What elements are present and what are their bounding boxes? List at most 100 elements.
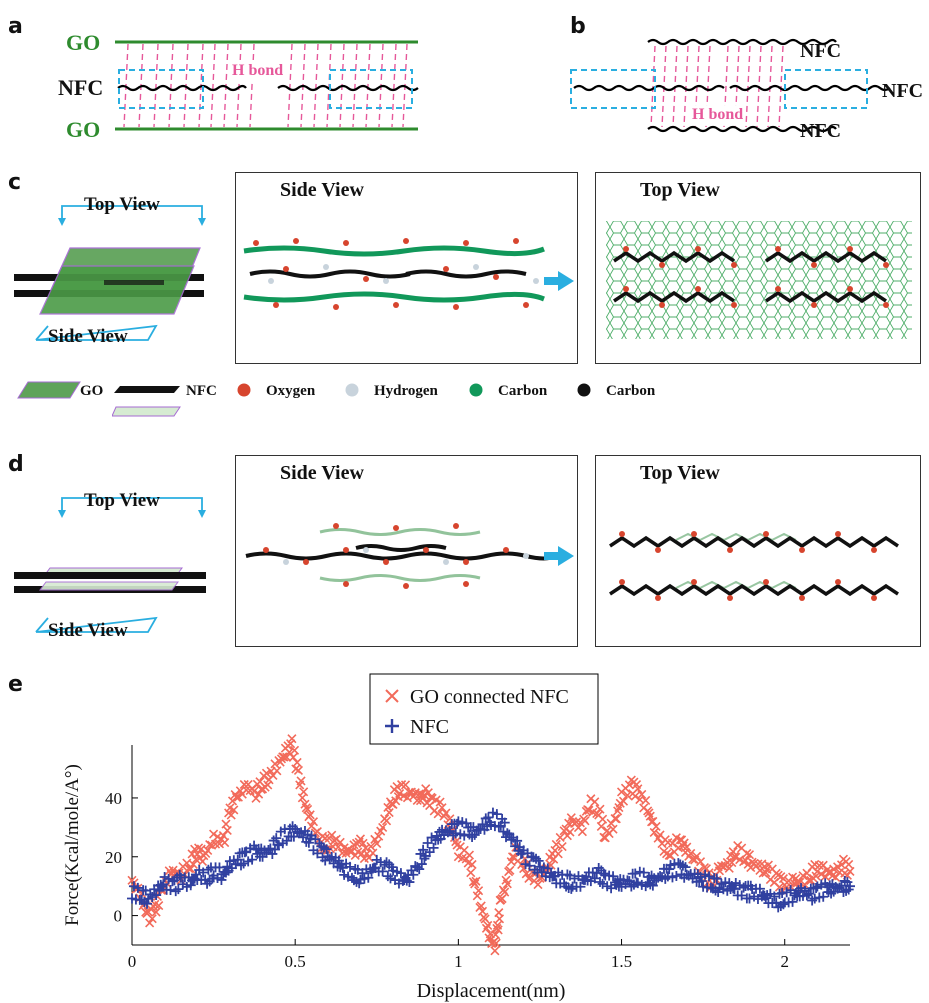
nfc-data-point [312,848,323,859]
go-nfc-data-point [505,865,515,875]
nfc-data-point [132,882,143,893]
nfc-data-point [533,855,544,866]
nfc-data-point [271,833,282,844]
nfc-data-point [818,891,829,902]
go-nfc-data-point [598,814,608,824]
legend-series-label: GO connected NFC [410,686,569,708]
go-nfc-data-point [480,914,490,924]
legend-nfc-label: NFC [186,383,217,399]
y-tick-label: 40 [105,789,122,808]
go-nfc-data-point [433,809,443,819]
nfc-data-point [345,861,356,872]
nfc-data-point [769,891,780,902]
nfc-data-point [647,880,658,891]
legend-oxygen-label: Oxygen [266,383,316,399]
nfc-data-point [524,860,535,871]
panel-c-side-view-molecules [243,238,574,310]
nfc-data-point [418,844,429,855]
go-nfc-data-point [231,792,242,802]
legend-marker-nfc [385,719,399,733]
nfc-data-point [598,868,609,879]
nfc-data-point [493,821,504,832]
go-nfc-data-point [263,780,273,790]
go-nfc-data-point [366,841,376,851]
panel-c-side-view-box: Side View [235,172,578,364]
go-nfc-data-point [288,752,298,762]
nfc-data-point [158,879,169,890]
panel-d-letter: d [8,452,24,477]
go-nfc-data-point [470,879,480,889]
go-nfc-data-point [551,839,561,850]
go-nfc-data-point [686,848,696,858]
x-tick-label: 0.5 [285,952,306,971]
nfc-data-point [321,844,332,855]
go-nfc-data-point [474,886,484,896]
go-nfc-data-point [577,827,587,837]
nfc-data-point [502,828,513,839]
legend-marker-go-nfc [385,689,399,703]
go-nfc-data-point [421,784,431,794]
go-nfc-data-point [481,923,491,933]
go-nfc-data-point [502,879,512,889]
go-nfc-data-point [147,914,157,924]
go-nfc-data-point [590,797,600,807]
go-nfc-data-point [595,804,605,814]
panel-b-nfc-top-label: NFC [800,40,842,62]
panel-b-letter: b [570,14,586,39]
go-nfc-data-point [844,859,854,870]
panel-b-hbond-label: H bond [690,106,746,124]
go-nfc-data-point [795,877,805,887]
nfc-data-point [499,817,510,828]
nfc-data-point [408,869,419,880]
go-nfc-data-point [466,868,476,878]
go-nfc-data-point [378,822,388,832]
panel-d-side-view-molecules [245,523,574,589]
panel-c-top-view-box: Top View [595,172,921,364]
legend-carbon-black-label: Carbon [606,383,656,399]
legend-hydrogen-dot [345,383,359,397]
nfc-data-point [608,871,619,882]
legend-carbon-green-dot [469,383,483,397]
go-nfc-data-point [651,821,661,831]
go-nfc-data-point [622,790,632,800]
panel-a-nfc-label: NFC [58,75,104,100]
go-nfc-data-point [701,864,711,874]
go-nfc-data-point [345,846,355,856]
go-nfc-data-point [397,780,407,790]
go-nfc-data-point [203,845,213,856]
go-nfc-data-point [154,900,164,911]
go-nfc-data-point [335,837,345,847]
legend-hydrogen-label: Hydrogen [374,383,438,399]
panel-d-top-view-molecules [609,531,899,601]
nfc-data-point [803,888,814,899]
go-nfc-data-point [464,850,475,860]
nfc-data-point [428,842,439,853]
go-nfc-data-point [384,807,394,818]
go-nfc-data-point [289,745,300,755]
panel-c-top-view-title: Top View [640,179,720,201]
panel-b-diagram [570,38,891,133]
go-nfc-data-point [641,795,651,805]
go-nfc-data-point [372,838,382,849]
go-nfc-data-point [220,838,230,848]
nfc-data-point [173,884,184,895]
panel-c-letter: c [8,170,22,195]
go-nfc-data-point [412,795,422,806]
go-nfc-data-point [557,841,567,852]
y-tick-label: 0 [114,907,123,926]
nfc-data-point [459,830,470,841]
go-nfc-data-point [381,816,392,826]
legend-go-label: GO [80,383,104,399]
nfc-data-point [477,819,488,830]
go-nfc-data-point [145,918,155,928]
panel-a-go-top-label: GO [66,30,101,55]
nfc-data-point [377,866,388,877]
nfc-data-point [506,834,517,845]
go-nfc-data-point [724,863,734,873]
go-nfc-data-point [537,873,547,883]
go-nfc-data-point [727,857,737,868]
go-nfc-data-point [287,734,297,744]
nfc-data-point [680,862,691,873]
nfc-data-point [597,878,608,889]
